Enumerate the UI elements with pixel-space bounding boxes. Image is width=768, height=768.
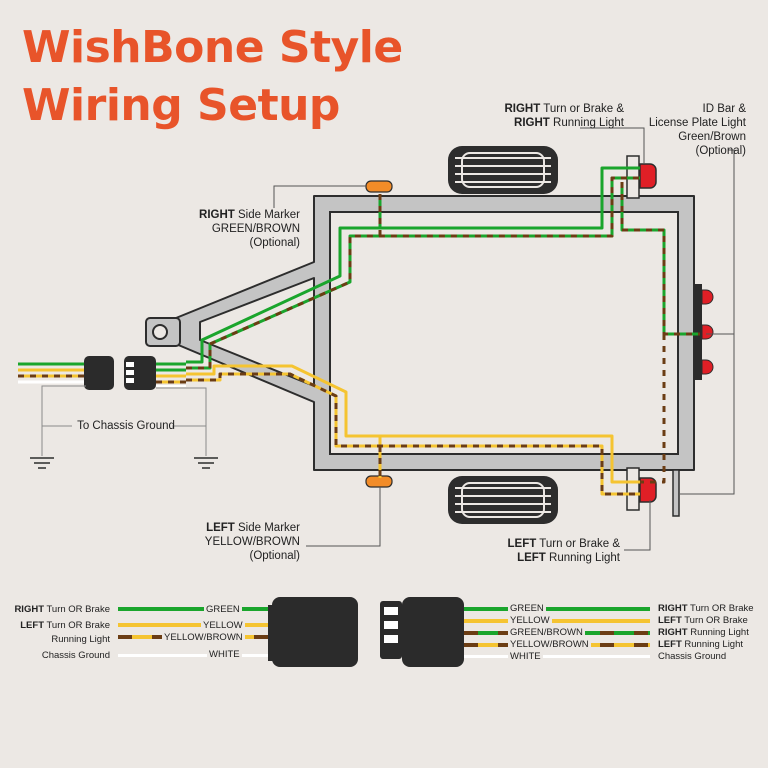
legend-left-row: RIGHT Turn OR Brake: [14, 604, 110, 615]
trailer-frame: [145, 195, 695, 471]
legend-right-row: Chassis Ground: [658, 651, 727, 662]
page-title-line2: Wiring Setup: [22, 80, 340, 131]
wire-label: GREEN: [508, 603, 546, 614]
wire-label: YELLOW: [508, 615, 552, 626]
chassis-ground-label: To Chassis Ground: [77, 420, 175, 432]
left-tire: [448, 476, 558, 524]
left-side-marker-label: LEFT Side Marker YELLOW/BROWN (Optional): [204, 522, 300, 562]
right-side-marker-label: RIGHT Side Marker GREEN/BROWN (Optional): [199, 209, 300, 249]
wire-label: YELLOW/BROWN: [508, 639, 591, 650]
right-tail-light: [639, 163, 657, 189]
id-bar-label: ID Bar & License Plate Light Green/Brown…: [648, 103, 746, 157]
wire-label: WHITE: [207, 649, 242, 660]
legend-right-row: LEFT Turn OR Brake: [658, 615, 748, 626]
legend-plug-female: [272, 597, 358, 667]
vehicle-harness: [18, 356, 186, 390]
legend-right-row: LEFT Running Light: [658, 639, 744, 650]
right-side-marker: [365, 180, 393, 193]
legend-left-row: LEFT Turn OR Brake: [20, 620, 110, 631]
wire-label: YELLOW: [201, 620, 245, 631]
wire-label: WHITE: [508, 651, 543, 662]
leader-lines: [273, 127, 735, 551]
vehicle-plug: [84, 356, 114, 390]
wire-label: GREEN/BROWN: [508, 627, 585, 638]
left-turn-light-label: LEFT Turn or Brake & LEFT Running Light: [507, 538, 620, 564]
id-bar-light: [694, 284, 714, 380]
yellow-brown-wire: [186, 372, 640, 496]
legend-left-row: Running Light: [51, 634, 110, 645]
green-brown-wire: [186, 176, 700, 484]
legend-right-row: RIGHT Turn OR Brake: [658, 603, 754, 614]
legend-plug-male: [402, 597, 464, 667]
ground-wires: [41, 385, 207, 456]
legend-right-row: RIGHT Running Light: [658, 627, 749, 638]
license-plate-bracket: [672, 469, 680, 517]
right-turn-light-label: RIGHT Turn or Brake & RIGHT Running Ligh…: [504, 103, 624, 129]
page-title: WishBone Style: [22, 22, 403, 73]
ground-symbol: [30, 457, 218, 469]
right-tire: [448, 146, 558, 194]
wire-label: GREEN: [204, 604, 242, 615]
legend-left-row: Chassis Ground: [41, 650, 110, 661]
wire-label: YELLOW/BROWN: [162, 632, 245, 643]
